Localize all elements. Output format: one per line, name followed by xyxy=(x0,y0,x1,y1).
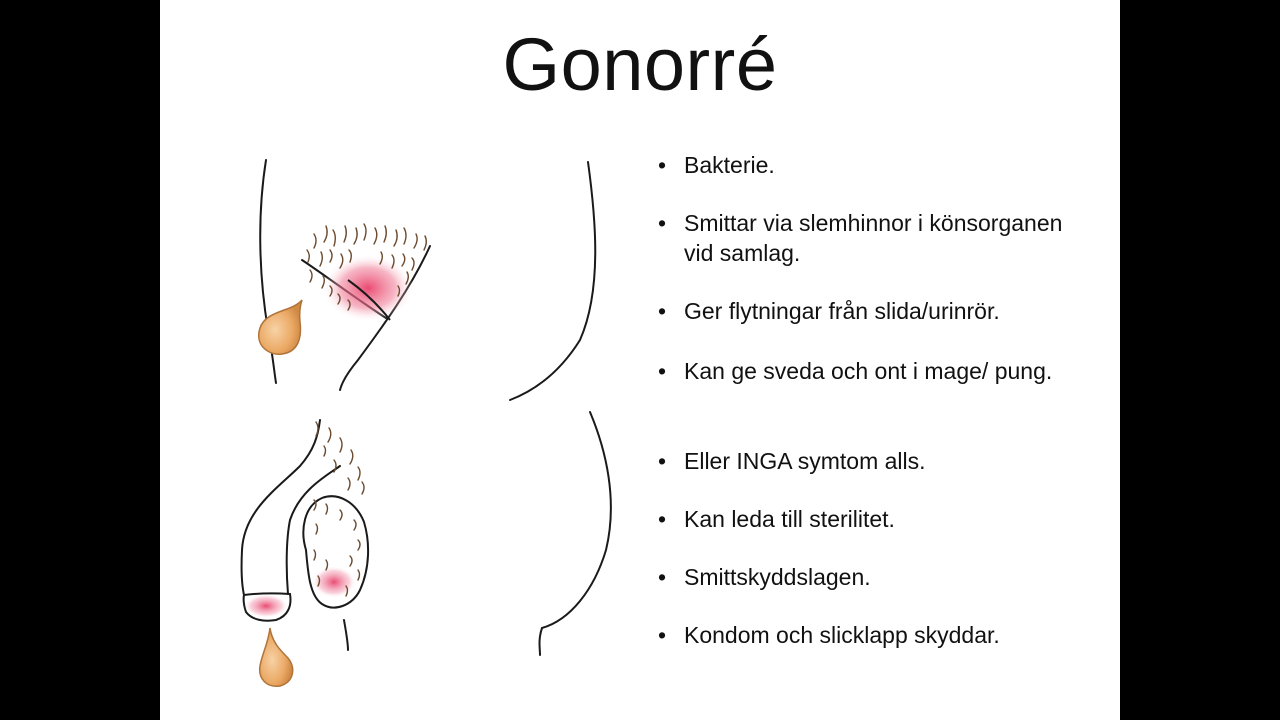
bullet-text: Smittskyddslagen. xyxy=(684,564,871,590)
male-anatomy xyxy=(240,411,612,656)
bullet-item: • Kan leda till sterilitet. xyxy=(658,504,1098,534)
bullet-item: • Ger flytningar från slida/urinrör. xyxy=(658,296,1098,326)
bullet-dot: • xyxy=(658,152,667,178)
slide: Gonorré xyxy=(160,0,1120,720)
anatomy-illustration xyxy=(240,159,612,687)
bullet-text: Kondom och slicklapp skyddar. xyxy=(684,622,1000,648)
bullet-dot: • xyxy=(658,298,667,324)
discharge-drop-icon xyxy=(257,299,303,355)
bullet-dot: • xyxy=(658,210,667,236)
bullet-dot: • xyxy=(658,622,667,648)
slide-title: Gonorré xyxy=(502,23,778,106)
bullet-item: • Smittar via slemhinnor i könsorganen v… xyxy=(658,208,1098,268)
inflammation-area xyxy=(244,594,288,618)
bullet-text: Bakterie. xyxy=(684,152,775,178)
inflammation-area xyxy=(312,566,356,598)
bullet-text: Eller INGA symtom alls. xyxy=(684,448,926,474)
pubic-hair xyxy=(306,223,427,311)
bullet-dot: • xyxy=(658,448,667,474)
discharge-drop-icon xyxy=(258,627,294,687)
bullet-text: Ger flytningar från slida/urinrör. xyxy=(684,298,1000,324)
pubic-hair xyxy=(313,421,365,597)
bullet-dot: • xyxy=(658,506,667,532)
bullet-item: • Smittskyddslagen. xyxy=(658,562,1098,592)
bullet-text: Kan ge sveda och ont i mage/ pung. xyxy=(684,358,1053,384)
bullet-item: • Kan ge sveda och ont i mage/ pung. xyxy=(658,356,1098,386)
bullet-dot: • xyxy=(658,564,667,590)
bullet-item: • Bakterie. xyxy=(658,150,1098,180)
bullet-dot: • xyxy=(658,358,667,384)
bullet-item: • Kondom och slicklapp skyddar. xyxy=(658,620,1098,650)
bullet-text: Kan leda till sterilitet. xyxy=(684,506,895,532)
bullet-item: • Eller INGA symtom alls. xyxy=(658,446,1098,476)
inflammation-area xyxy=(322,254,414,322)
bullet-text: Smittar via slemhinnor i könsorganen vid… xyxy=(684,210,1063,266)
